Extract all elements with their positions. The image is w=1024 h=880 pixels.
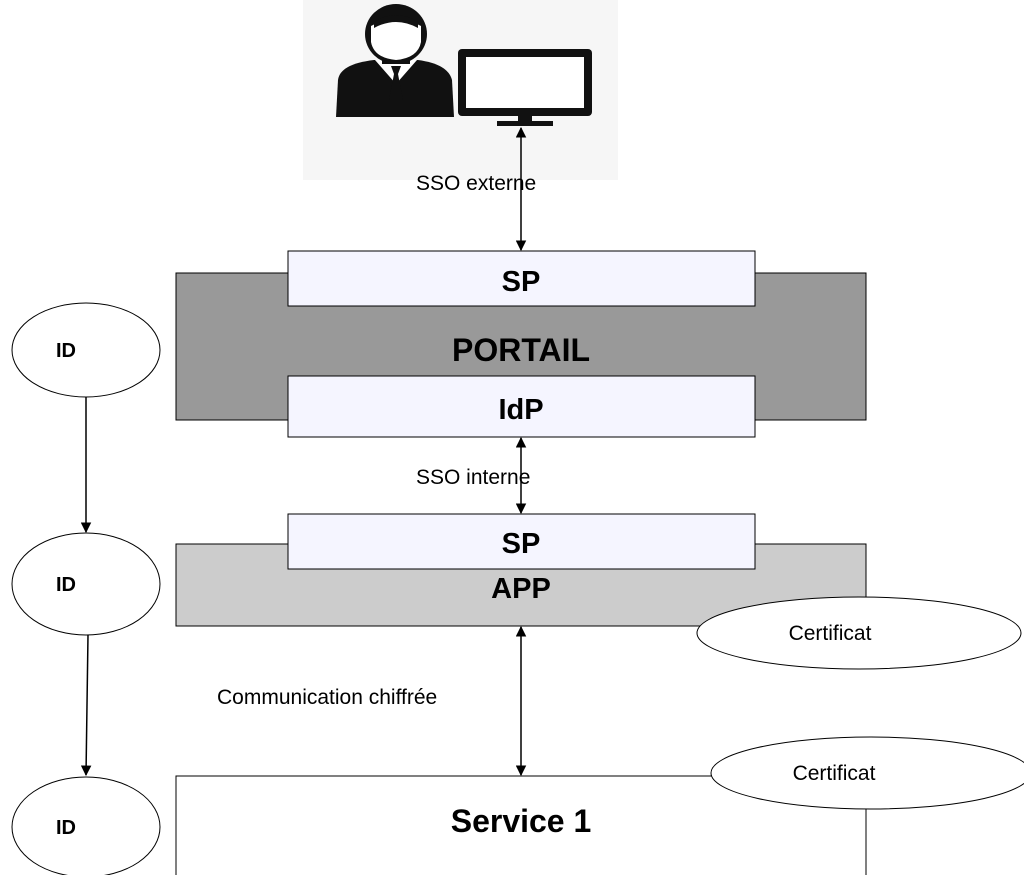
service-certificate-ellipse: [710, 736, 1024, 810]
app-certificate-ellipse: [696, 596, 1022, 670]
id-label-app: ID: [56, 574, 76, 596]
service-certificate-label: Certificat: [793, 762, 876, 785]
portail-idp-box: [287, 375, 756, 438]
app-label: APP: [491, 573, 551, 605]
id-ellipse-app: [11, 532, 161, 636]
id-ellipse-service: [11, 776, 161, 878]
id-flow-arrow-2: [80, 634, 92, 777]
monitor-icon: [458, 49, 592, 126]
user-icon: [336, 4, 454, 117]
communication-label: Communication chiffrée: [217, 686, 437, 709]
user-workstation: [303, 0, 618, 180]
app-certificate-label: Certificat: [789, 622, 872, 645]
portail-idp-label: IdP: [498, 394, 543, 426]
sso-externe-label: SSO externe: [416, 172, 536, 195]
id-ellipse-portail: [11, 302, 161, 398]
app-sp-box: [287, 513, 756, 570]
id-label-portail: ID: [56, 340, 76, 362]
sso-interne-label: SSO interne: [416, 466, 530, 489]
service-label: Service 1: [451, 803, 592, 839]
app-sp-label: SP: [502, 528, 541, 560]
portail-label: PORTAIL: [452, 332, 590, 368]
id-label-service: ID: [56, 817, 76, 839]
portail-sp-label: SP: [502, 266, 541, 298]
